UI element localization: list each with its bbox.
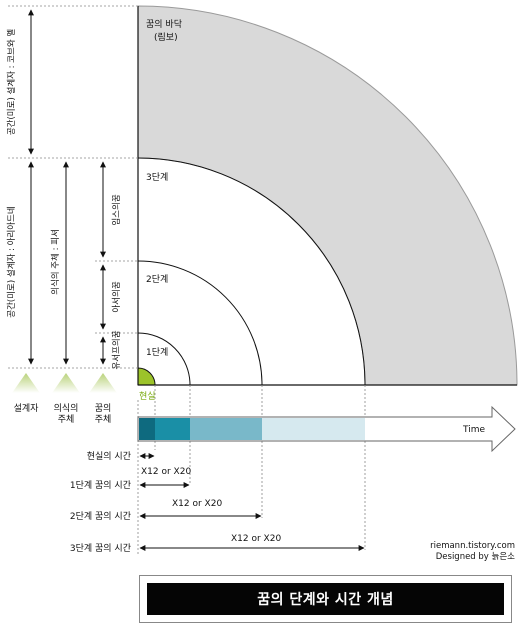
credit-designer: Designed by 늙은소 — [436, 552, 515, 562]
time-row-note-level1: X12 or X20 — [141, 467, 191, 477]
role-dreamer-line1: 꿈의 — [95, 403, 112, 414]
level2-label: 2단계 — [146, 273, 168, 285]
limbo-label-line1: 꿈의 바닥 — [146, 19, 182, 30]
architect-cobb-label: 공간(미로) 설계자 : 코브와 멜 — [6, 29, 17, 136]
role-subject-line2: 주체 — [58, 414, 75, 425]
level2-boundary — [137, 260, 263, 386]
time-segment-level2 — [190, 418, 262, 440]
level1-label: 1단계 — [146, 346, 168, 358]
arthur-dream-label: 아서의꿈 — [111, 281, 122, 312]
role-subject-line1: 의식의 — [54, 403, 79, 414]
credit-site: riemann.tistory.com — [430, 541, 515, 551]
yusuf-dream-label: 유서프의꿈 — [111, 330, 122, 369]
time-row-note-level3: X12 or X20 — [231, 534, 281, 544]
level3-boundary — [137, 157, 366, 386]
time-row-label-level1: 1단계 꿈의 시간 — [70, 479, 131, 491]
time-row-label-level3: 3단계 꿈의 시간 — [70, 542, 131, 554]
diagram-title: 꿈의 단계와 시간 개념 — [147, 583, 504, 615]
subject-fischer-label: 의식의 주체 : 피셔 — [50, 229, 61, 295]
limbo-label-line2: (림보) — [154, 31, 178, 43]
level3-label: 3단계 — [146, 171, 168, 183]
reality-region — [137, 367, 156, 386]
time-row-label-level2: 2단계 꿈의 시간 — [70, 510, 131, 522]
time-row-label-reality: 현실의 시간 — [87, 451, 131, 462]
subject-arrow — [52, 373, 80, 393]
architect-ariadne-label: 공간(미로) 설계자 : 아리아드네 — [6, 206, 17, 317]
designer-arrow — [12, 373, 40, 393]
reality-label: 현실 — [139, 391, 156, 402]
saito-dream-label: 임스의꿈 — [111, 194, 122, 225]
dreamer-arrow — [89, 373, 117, 393]
limbo-region — [137, 5, 518, 386]
side-arrows — [28, 9, 106, 365]
title-frame: 꿈의 단계와 시간 개념 — [139, 575, 512, 623]
time-segment-level3 — [262, 418, 365, 440]
role-designer: 설계자 — [14, 402, 40, 414]
time-row-note-level2: X12 or X20 — [172, 499, 222, 509]
time-segment-reality — [139, 418, 155, 440]
role-dreamer-line2: 주체 — [95, 414, 112, 425]
time-arrow: Time — [137, 405, 516, 453]
time-segment-level1 — [155, 418, 190, 440]
level1-boundary — [137, 332, 191, 386]
role-arrows — [12, 373, 117, 393]
time-label: Time — [462, 425, 485, 435]
